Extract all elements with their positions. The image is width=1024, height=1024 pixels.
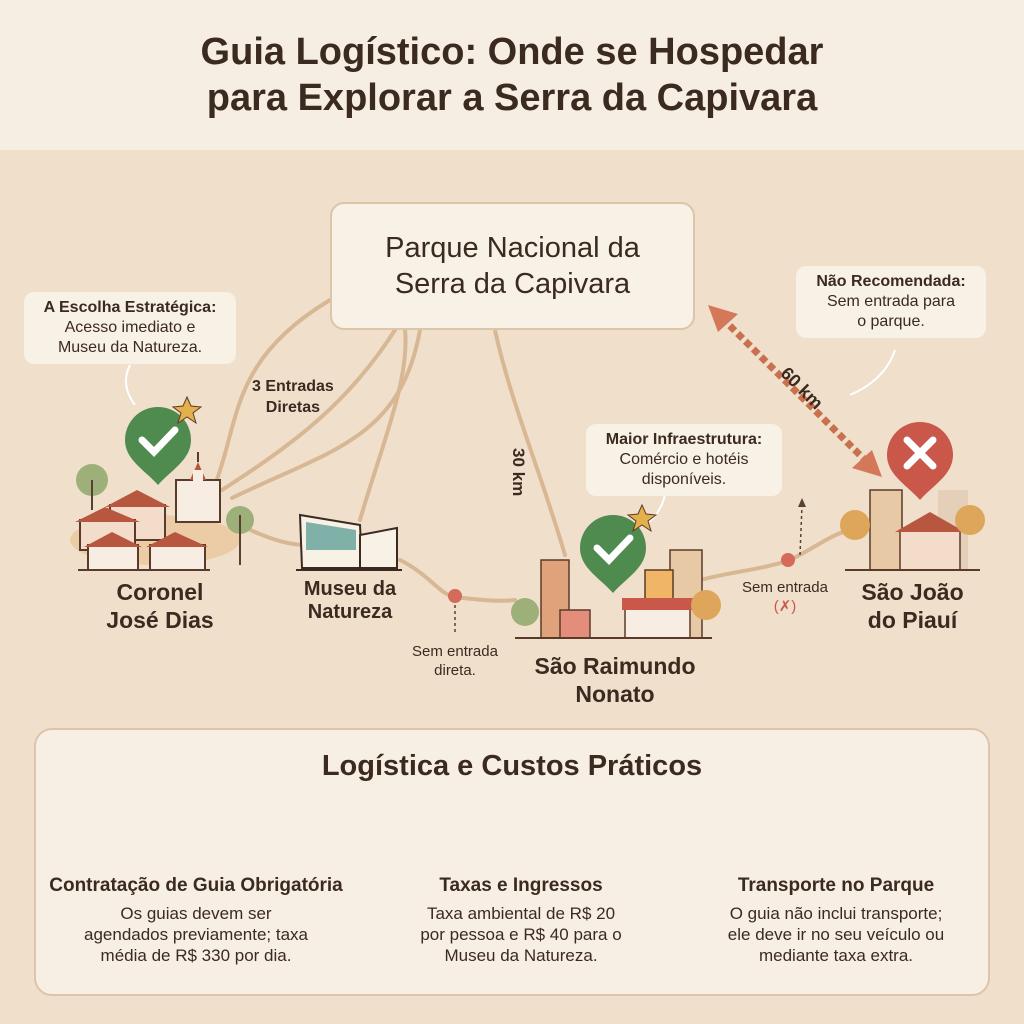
coronel-village-icon [70,452,254,571]
map-diagram [70,298,985,639]
cost-item-transport: Transporte no Parque O guia não inclui t… [727,875,945,965]
arrow-60km [708,305,882,477]
marker-dot [781,553,795,567]
museum-icon [296,513,402,571]
cost-item-guide: Contratação de Guia Obrigatória Os guias… [49,875,343,965]
check-pin-icon [125,395,203,485]
sao-joao-city-icon [840,422,985,571]
road-coronel-1 [213,298,332,487]
marker-dot [448,589,462,603]
distance-30km: 30 km [509,448,528,497]
cost-item-fees: Taxas e Ingressos Taxa ambiental de R$ 2… [420,875,622,965]
road-coronel-2 [220,328,397,492]
road-coronel-3 [230,328,422,500]
road-museu [358,328,408,522]
sao-raimundo-city-icon [511,503,721,639]
costs-title: Logística e Custos Práticos [321,750,703,782]
costs-panel: Logística e Custos Práticos Contratação … [34,728,990,996]
road-sao-raimundo [493,328,567,557]
sao-joao-note: Sem entrada(✗) [742,579,828,615]
road-sr-sj [698,528,852,582]
